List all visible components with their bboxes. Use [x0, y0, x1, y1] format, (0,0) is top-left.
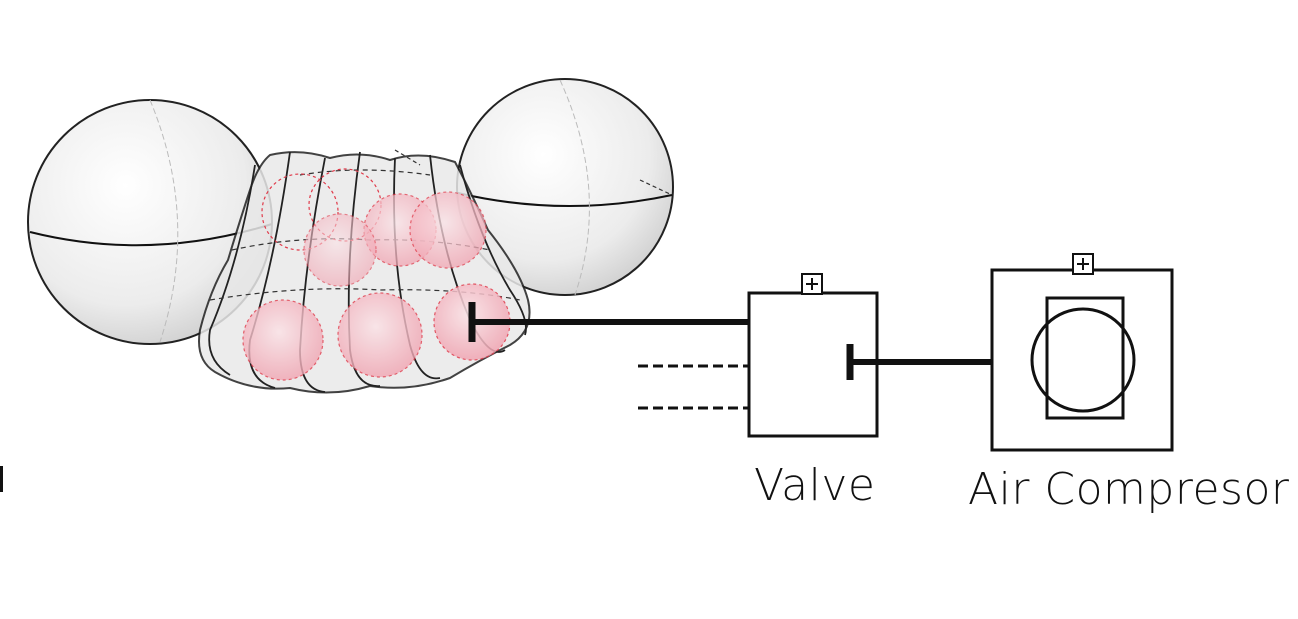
valve-label: Valve: [754, 460, 876, 511]
compressor-rotor-icon: [1030, 307, 1136, 413]
compressor-housing: [1045, 296, 1125, 420]
valve-block: [747, 273, 879, 438]
compressor-block: [990, 253, 1174, 452]
axis-marker: [0, 466, 3, 492]
inflation-chambers: [242, 168, 511, 381]
compressor-label: Air Compresor: [968, 464, 1290, 515]
